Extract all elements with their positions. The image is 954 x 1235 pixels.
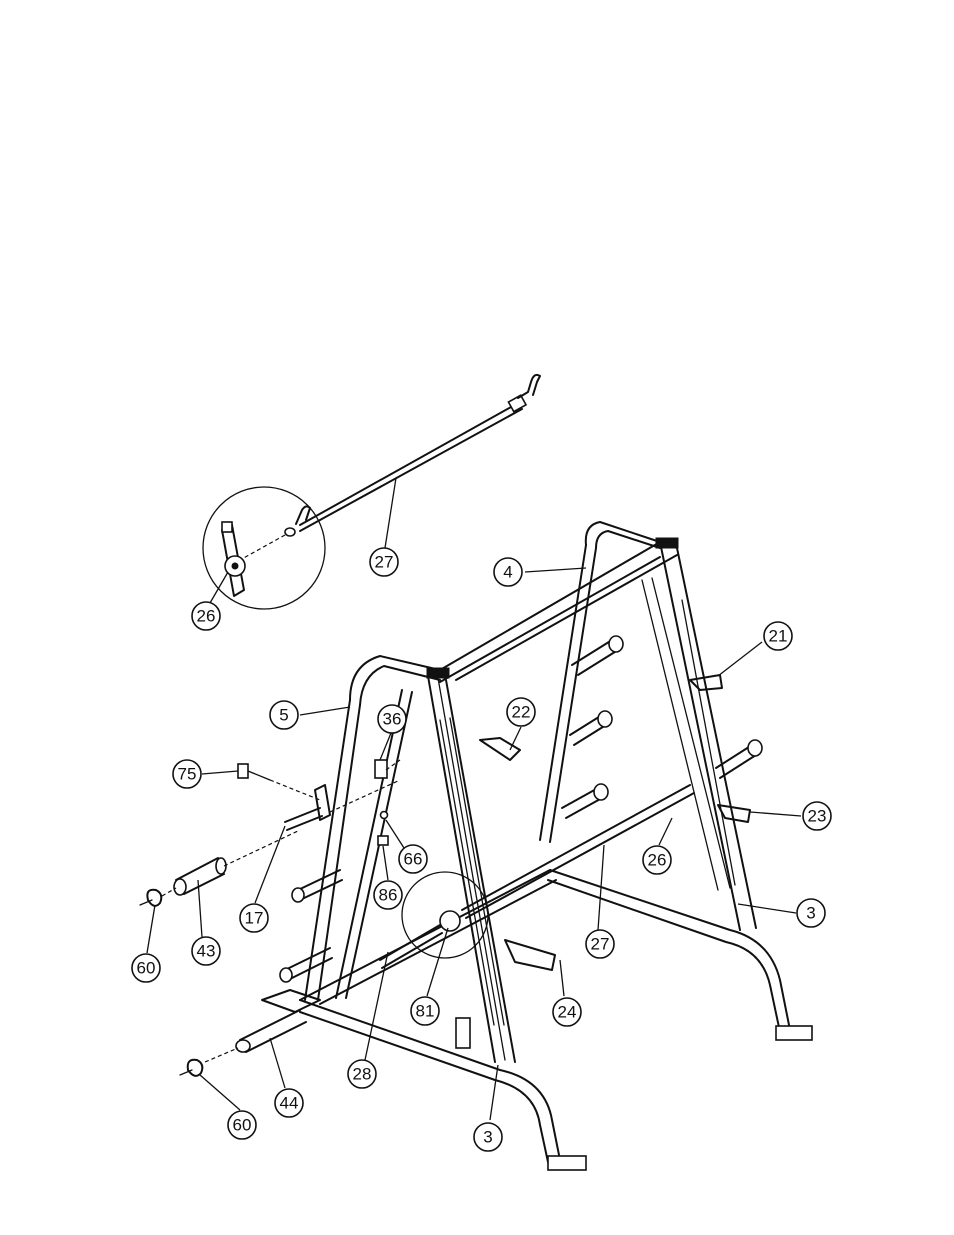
exploded-hardware <box>139 759 401 1077</box>
callout-44: 44 <box>274 1088 304 1118</box>
callout-36: 36 <box>377 704 407 734</box>
callout-label: 24 <box>558 1003 577 1022</box>
callout-label: 27 <box>591 935 610 954</box>
callout-21: 21 <box>763 621 793 651</box>
callout-4: 4 <box>493 557 523 587</box>
callout-81: 81 <box>410 996 440 1026</box>
callout-75: 75 <box>172 759 202 789</box>
callout-label: 3 <box>806 904 815 923</box>
weight-horns <box>279 635 763 983</box>
detail-circle-81 <box>379 871 489 969</box>
callout-label: 5 <box>279 706 288 725</box>
callout-3-front: 3 <box>473 1122 503 1152</box>
callout-28: 28 <box>347 1059 377 1089</box>
callout-label: 4 <box>503 563 512 582</box>
callout-60-upper: 60 <box>131 953 161 983</box>
callout-label: 21 <box>769 627 788 646</box>
callout-label: 36 <box>383 710 402 729</box>
callout-23: 23 <box>802 801 832 831</box>
callout-label: 86 <box>379 886 398 905</box>
callout-label: 60 <box>137 959 156 978</box>
callout-43: 43 <box>191 936 221 966</box>
callout-22: 22 <box>506 697 536 727</box>
callout-26-top: 26 <box>191 601 221 631</box>
callout-60-lower: 60 <box>227 1110 257 1140</box>
callout-label: 26 <box>648 851 667 870</box>
callout-86: 86 <box>373 880 403 910</box>
callout-17: 17 <box>239 903 269 933</box>
callout-label: 22 <box>512 703 531 722</box>
callout-label: 17 <box>245 909 264 928</box>
callout-label: 28 <box>353 1065 372 1084</box>
callout-5: 5 <box>269 700 299 730</box>
callout-label: 66 <box>404 850 423 869</box>
callout-label: 23 <box>808 807 827 826</box>
callout-27-top: 27 <box>369 547 399 577</box>
callout-label: 43 <box>197 942 216 961</box>
callout-3-right: 3 <box>796 898 826 928</box>
callout-leaders <box>146 477 802 1121</box>
callout-label: 81 <box>416 1002 435 1021</box>
callout-label: 27 <box>375 553 394 572</box>
callout-24: 24 <box>552 997 582 1027</box>
callout-26-rack: 26 <box>642 845 672 875</box>
callout-label: 75 <box>178 765 197 784</box>
callout-label: 3 <box>483 1128 492 1147</box>
callout-label: 44 <box>280 1094 299 1113</box>
callout-label: 60 <box>233 1116 252 1135</box>
detail-bar-27 <box>239 373 541 561</box>
callout-label: 26 <box>197 607 216 626</box>
rack-bar-27 <box>461 784 695 919</box>
callout-27-rack: 27 <box>585 929 615 959</box>
detail-circle-26 <box>202 486 326 610</box>
callout-66: 66 <box>398 844 428 874</box>
rack-frame <box>235 521 813 1171</box>
